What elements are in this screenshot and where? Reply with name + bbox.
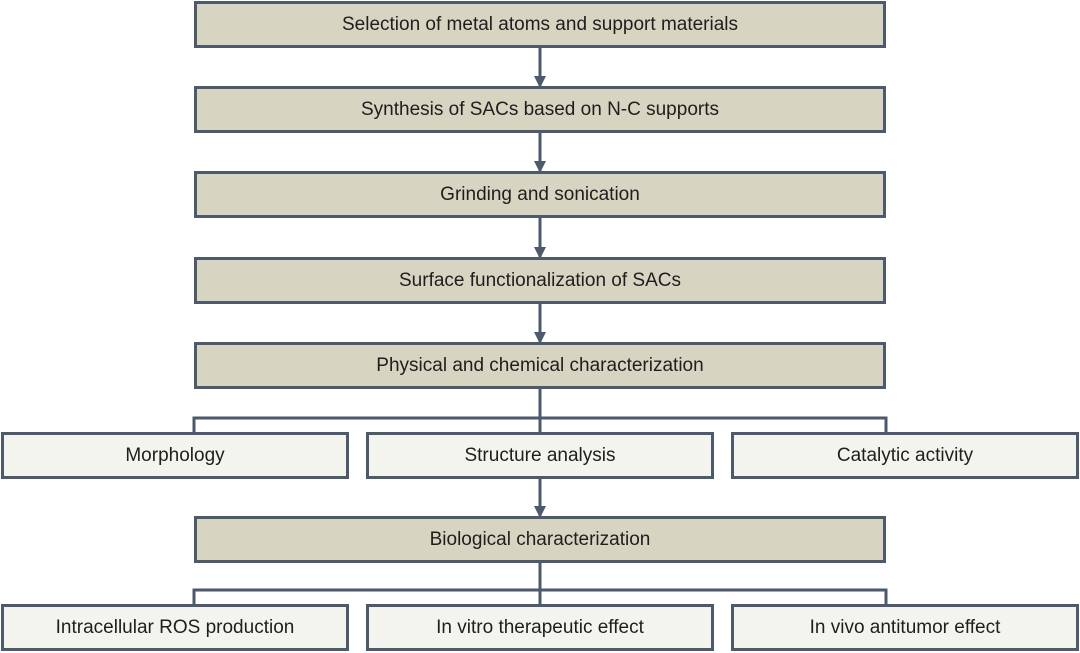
branch-in-vitro-effect: In vitro therapeutic effect	[366, 604, 714, 651]
step-biological-characterization: Biological characterization	[194, 516, 886, 563]
branch-morphology: Morphology	[1, 432, 349, 479]
step-metal-selection: Selection of metal atoms and support mat…	[194, 1, 886, 48]
branch-in-vivo-effect: In vivo antitumor effect	[731, 604, 1079, 651]
step-physical-chemical-characterization: Physical and chemical characterization	[194, 342, 886, 389]
step-grinding-sonication: Grinding and sonication	[194, 171, 886, 218]
step-synthesis: Synthesis of SACs based on N-C supports	[194, 86, 886, 133]
branch-intracellular-ros: Intracellular ROS production	[1, 604, 349, 651]
branch-structure-analysis: Structure analysis	[366, 432, 714, 479]
branch-catalytic-activity: Catalytic activity	[731, 432, 1079, 479]
step-surface-functionalization: Surface functionalization of SACs	[194, 257, 886, 304]
